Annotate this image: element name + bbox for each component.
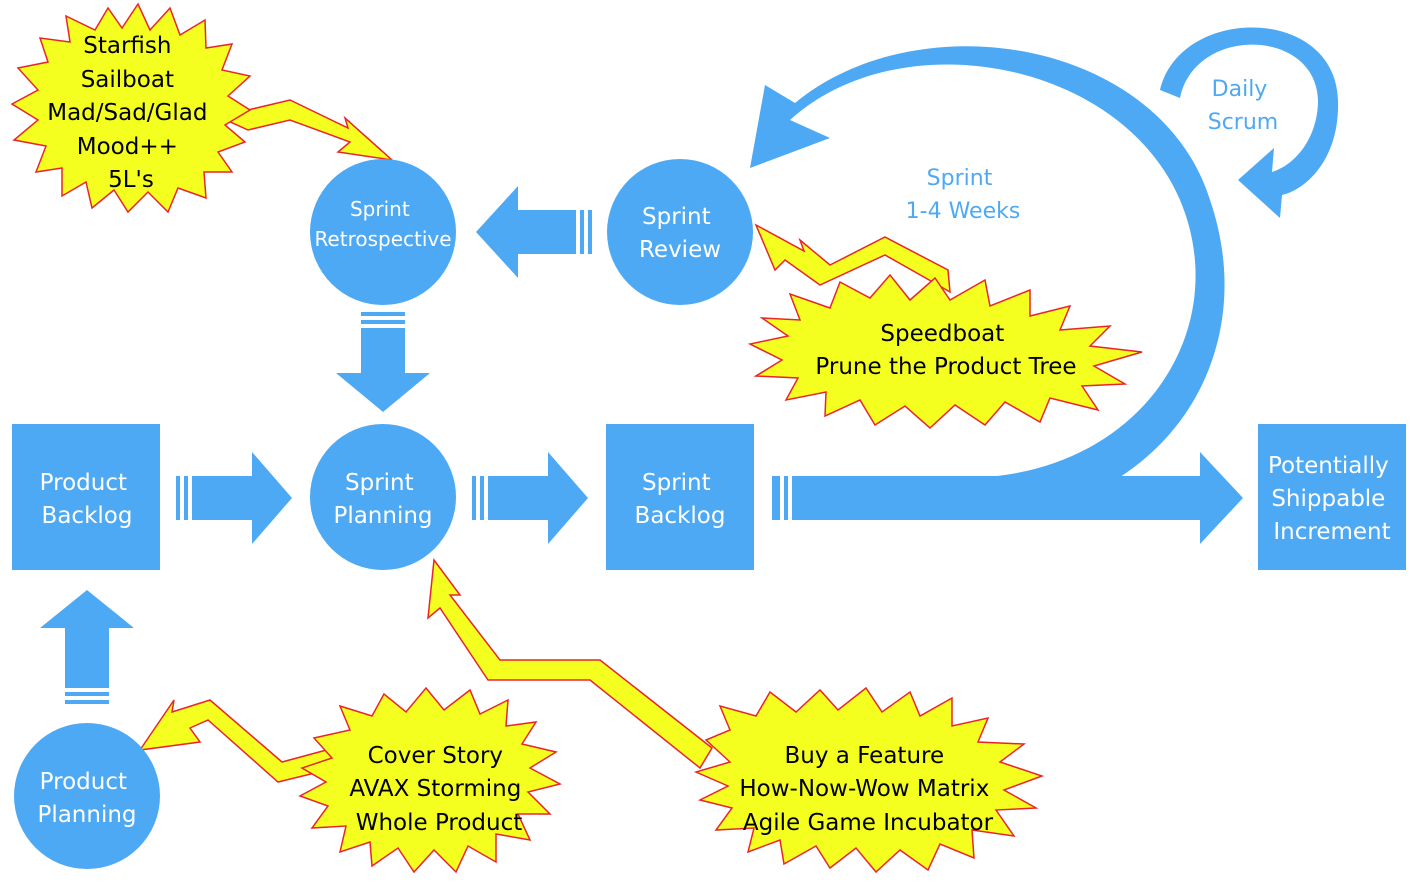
product-backlog-to-planning-arrow (176, 452, 292, 544)
sprint-planning-games-bolt (427, 558, 713, 770)
product-planning-games-bolt (138, 699, 361, 783)
review-games-burst (747, 273, 1143, 430)
product-planning-to-backlog-arrow (40, 590, 134, 704)
sprint-planning-games-burst (693, 686, 1045, 874)
daily-scrum-label: Daily Scrum (1208, 77, 1278, 135)
retrospective-games-label: Starfish Sailboat Mad/Sad/Glad Mood++ 5L… (47, 33, 215, 193)
sprint-backlog-to-increment-arrow (772, 452, 1243, 544)
product-planning-games-burst (298, 686, 563, 874)
sprint-loop-label: Sprint 1-4 Weeks (906, 166, 1021, 224)
sprint-planning-games-label: Buy a Feature How-Now-Wow Matrix Agile G… (739, 743, 996, 836)
review-to-retrospective-arrow (476, 186, 592, 278)
sprint-review-label: Sprint Review (639, 204, 721, 263)
retrospective-games-burst (10, 2, 252, 214)
increment-box (1258, 424, 1406, 570)
sprint-backlog-label: Sprint Backlog (635, 470, 726, 529)
product-planning-label: Product Planning (37, 769, 136, 828)
sprint-retrospective-label: Sprint Retrospective (314, 197, 451, 251)
increment-label: Potentially Shippable Increment (1268, 453, 1396, 545)
sprint-planning-circle (310, 424, 456, 570)
sprint-retrospective-circle (310, 159, 456, 305)
product-backlog-label: Product Backlog (40, 470, 135, 529)
sprint-backlog-box (606, 424, 754, 570)
sprint-planning-label: Sprint Planning (333, 470, 432, 529)
product-planning-games-label: Cover Story AVAX Storming Whole Product (349, 743, 528, 836)
product-planning-circle (14, 723, 160, 869)
planning-to-sprint-backlog-arrow (472, 452, 588, 544)
retrospective-to-planning-arrow (336, 312, 430, 412)
review-games-bolt (754, 223, 951, 294)
sprint-review-circle (607, 159, 753, 305)
review-games-label: Speedboat Prune the Product Tree (815, 321, 1076, 380)
product-backlog-box (12, 424, 160, 570)
daily-scrum-loop-arrow (1160, 27, 1339, 218)
retrospective-games-bolt (180, 78, 395, 162)
